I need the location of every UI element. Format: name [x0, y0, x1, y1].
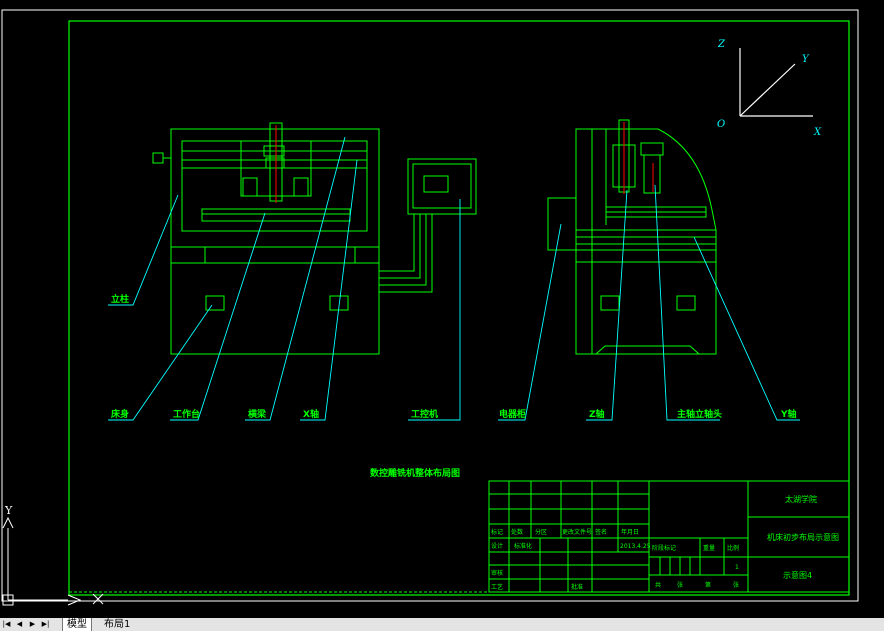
tb-row-label-date: 年月日	[621, 528, 639, 536]
drawing-title: 数控雕铣机整体布局图	[370, 467, 460, 479]
tb-row-label-changeno: 更改文件号	[562, 528, 592, 536]
tb-row-label-mark: 标记	[491, 528, 503, 536]
axis-x-label: X	[813, 127, 822, 138]
ucs-icon	[2, 516, 104, 606]
axis-origin-label: O	[717, 119, 725, 130]
tb-process-label: 工艺	[491, 583, 503, 591]
tb-row-label-sign: 签名	[595, 528, 607, 536]
paper-border	[1, 9, 859, 602]
tb-sheet-unit1: 张	[677, 581, 683, 589]
tb-row-label-count: 处数	[511, 528, 523, 536]
label-y-axis: Y轴	[780, 408, 797, 420]
tb-approve-label: 批准	[571, 583, 583, 591]
tb-drawing-name: 机床初步布局示意图	[767, 532, 839, 542]
tab-nav-next-icon[interactable]: ▶	[29, 620, 36, 628]
label-z-axis: Z轴	[589, 408, 605, 420]
label-crossbeam: 横梁	[248, 408, 267, 420]
tb-date-value: 2013.4.25	[620, 543, 651, 550]
label-industrial-pc: 工控机	[411, 408, 438, 420]
tb-stage-label: 阶段标记	[652, 544, 676, 552]
tb-review-label: 审核	[491, 569, 503, 577]
tb-designer-label: 设计	[491, 542, 503, 550]
cad-drawing-canvas[interactable]: Z Y X O	[0, 0, 884, 618]
label-bed: 床身	[111, 408, 129, 420]
tb-school: 太湖学院	[785, 494, 817, 504]
drawing-frame	[68, 20, 850, 596]
tb-sheet-total: 共	[655, 581, 661, 589]
leader-lines	[108, 136, 800, 421]
label-electrical-cabinet: 电器柜	[499, 408, 526, 420]
industrial-pc	[379, 158, 477, 293]
tb-scale-value: 1	[735, 564, 739, 571]
tab-layout1[interactable]: 布局1	[104, 619, 131, 630]
tb-weight-label: 重量	[703, 544, 715, 552]
tb-scale-label: 比例	[727, 544, 739, 552]
axis-indicator	[739, 48, 813, 117]
tb-sheet-no: 第	[705, 581, 711, 589]
label-x-axis: X轴	[303, 408, 319, 420]
tb-row-label-zone: 分区	[535, 528, 547, 536]
ucs-y-label: Y	[4, 504, 13, 517]
tab-nav-last-icon[interactable]: ▶|	[41, 620, 50, 628]
axis-z-label: Z	[717, 39, 726, 50]
tb-drawing-no: 示意图4	[783, 570, 812, 580]
side-view-machine	[547, 119, 717, 355]
tab-nav-first-icon[interactable]: |◀	[2, 620, 11, 628]
front-view-machine	[152, 122, 380, 355]
title-block	[488, 480, 850, 593]
axis-y-label: Y	[802, 54, 810, 65]
tab-nav-prev-icon[interactable]: ◀	[16, 620, 23, 628]
label-spindle-head: 主轴立轴头	[677, 408, 722, 420]
tb-sheet-unit2: 张	[733, 581, 739, 589]
label-worktable: 工作台	[173, 408, 200, 420]
tb-standard-label: 标准化	[514, 542, 532, 550]
layout-tab-bar: |◀ ◀ ▶ ▶| 模型 布局1	[0, 618, 884, 631]
tab-model[interactable]: 模型	[62, 618, 92, 631]
label-column: 立柱	[111, 293, 129, 305]
